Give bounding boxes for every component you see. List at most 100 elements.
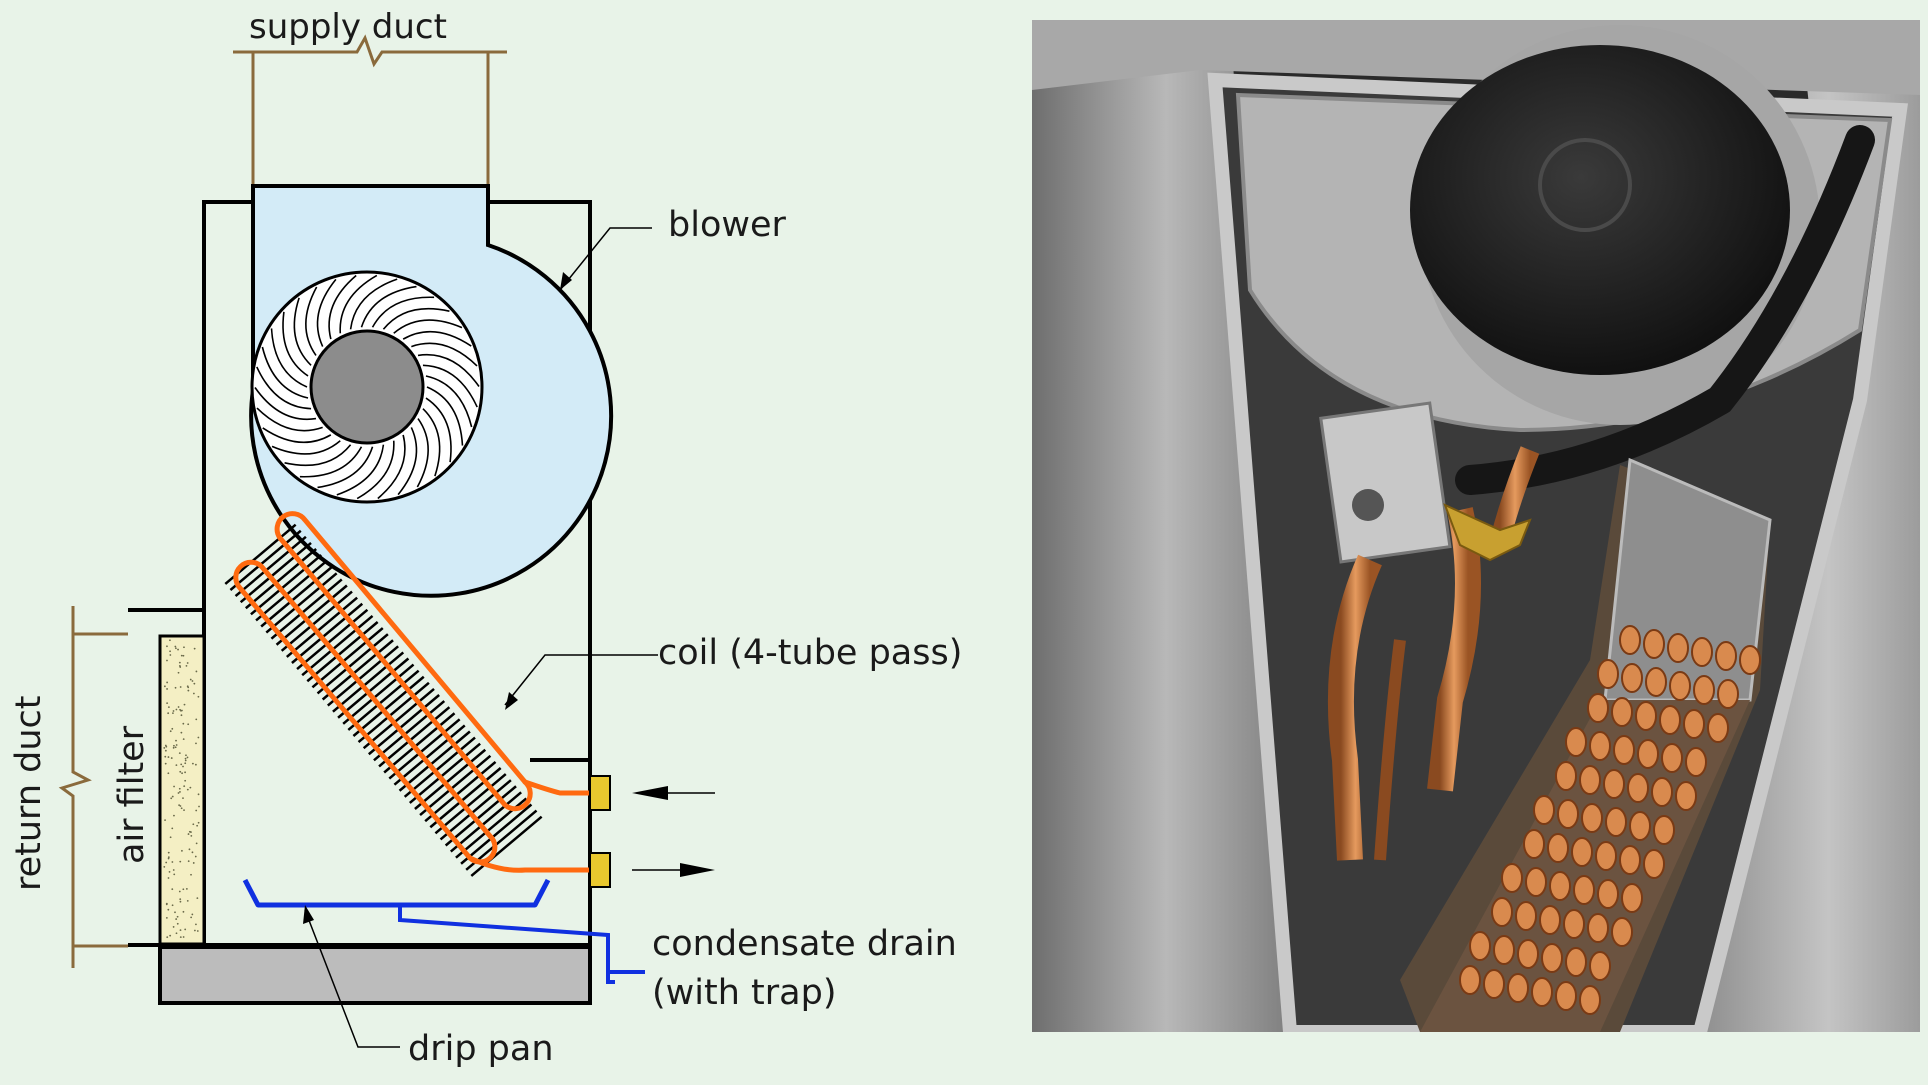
coil-fin [255,560,328,622]
blower-blade [377,434,406,500]
supply-duct-label: supply duct [249,7,447,47]
blower-blade [360,285,417,328]
blower-hub [309,329,425,445]
blower-blade [282,311,309,377]
blower-blade [422,364,478,408]
coil-fin [449,791,522,853]
coil-leader [504,654,658,706]
blower-blade [402,330,472,347]
coil-fin [378,706,451,768]
coil-fin [444,785,517,847]
blower-blade [356,440,395,500]
blower-blade [425,375,473,428]
coil-fin [403,736,476,798]
coil-fin [362,687,435,750]
blower-blades [254,274,480,500]
coil-fin [367,694,440,756]
coil-fin [357,681,430,744]
blower-leader [559,227,652,291]
coil-fin [352,675,425,737]
drip-pan-leader [304,909,400,1048]
coil-fin [326,645,399,707]
blower-blade [305,286,318,356]
coil-fin [419,754,492,817]
coil-fin [383,712,456,774]
blower-blade [349,278,398,330]
coil-fin [296,608,369,671]
blower-blade [382,307,450,330]
supply-duct-bracket [233,34,507,186]
blower-blade [417,353,480,387]
blower-blade [425,397,452,463]
refrigerant-in-arrow [632,786,715,800]
condensate-drain-line [398,905,645,984]
blower-blade [317,446,374,489]
coil-fin [408,742,481,804]
blower-blade [256,366,312,410]
coil-fin [347,669,420,731]
supply-pipe-fitting [589,775,611,811]
blower-blade [411,342,478,367]
coil-fin [234,535,307,598]
coil-fin [321,639,394,701]
blower-blade [422,408,441,477]
air-handler-schematic: supply duct blower coil (4-tube pass) re… [9,7,962,1069]
coil-fin [306,621,379,683]
coil-fin [434,773,507,835]
coil-tube-ends [1459,625,1761,1015]
coil-fin [342,663,415,725]
air-filter [158,634,206,946]
blower-blade [336,444,385,496]
coil-fin [250,554,323,616]
drip-pan [242,878,551,908]
blower-blade [339,274,378,334]
coil-fin [429,767,502,829]
coil-fin [460,803,533,865]
blower-blade [299,446,363,478]
coil-fin [260,566,333,628]
coil [224,511,595,877]
coil-fin [373,700,446,762]
blower-blade [416,418,429,488]
air-handler-photo [1032,20,1920,1032]
coil-fin [332,651,405,713]
blower-label: blower [668,205,787,245]
blower-blade [271,440,341,455]
coil-fin [393,724,466,786]
coil-fin [285,596,358,658]
blower-blade [371,296,435,328]
drip-pan-label: drip pan [408,1029,554,1069]
blower-blade [397,427,418,496]
coil-fin [388,718,461,780]
blower-blade [262,427,332,444]
coil-fin [291,602,364,664]
coil-fin [280,590,353,652]
coil-fin [270,578,343,640]
base-plate [158,945,592,1005]
condensate-drain-label: condensate drain [652,924,957,964]
return-duct-bracket [58,606,128,968]
condensate-drain-trap-label: (with trap) [652,973,836,1013]
return-duct-label: return duct [9,695,49,891]
refrigerant-out-arrow [632,863,715,877]
coil-fin [337,657,410,719]
blower-blade [316,278,337,347]
blower-blade [254,387,317,421]
blower-blade [393,319,463,334]
blower-blade [293,297,312,366]
coil-fin [316,633,389,695]
blower-blade [256,407,323,432]
coil-fin [265,572,338,634]
blower-blade [270,328,308,388]
coil-fin [424,760,497,823]
blower-blade [261,346,309,399]
coil-fin [275,584,348,646]
coil-fin [439,779,512,841]
return-pipe-fitting [589,852,611,888]
filter-texture [163,639,200,939]
blower-blade [426,386,464,446]
coil-fin [398,730,471,792]
coil-fin [229,529,302,591]
blower-blade [284,444,352,467]
